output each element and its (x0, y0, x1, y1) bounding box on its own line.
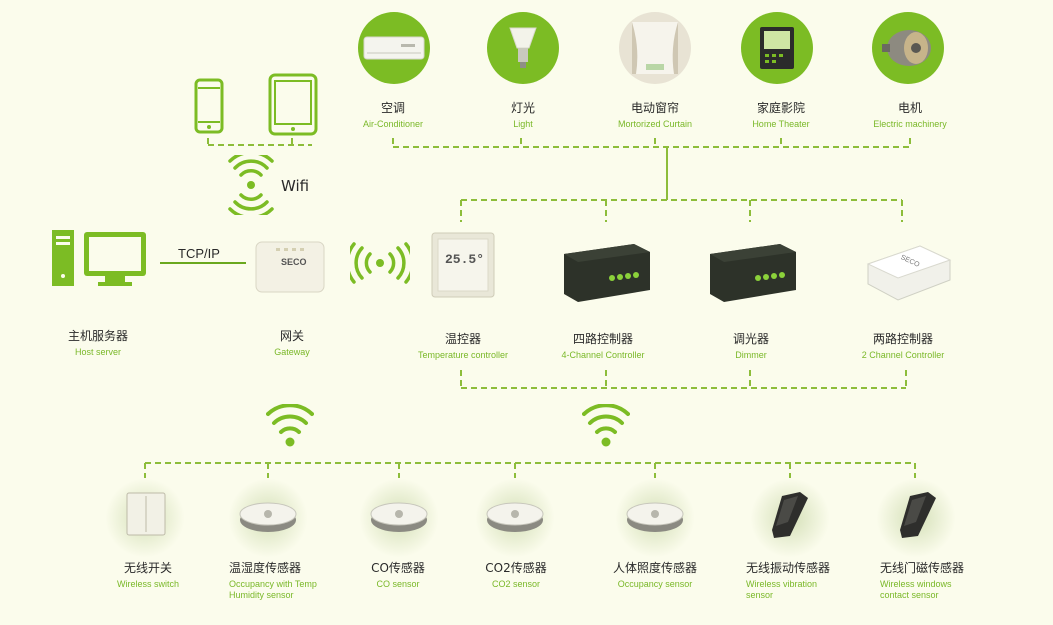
occupancy-sensor-icon (625, 500, 685, 534)
smartphone-icon (194, 78, 224, 134)
gateway-brand-text: SECO (281, 257, 307, 267)
wireless-switch-icon (126, 492, 166, 536)
humidity-sensor-icon (238, 500, 298, 534)
controller-label-four-channel: 四路控制器 4-Channel Controller (561, 332, 645, 360)
air-conditioner-icon (363, 36, 425, 62)
curtain-icon (626, 18, 684, 78)
sensor-label-co: CO传感器 CO sensor (371, 561, 425, 589)
controller-label-dimmer: 调光器 Dimmer (732, 332, 769, 360)
computer-icon (50, 226, 150, 288)
tablet-icon (268, 73, 318, 136)
thermostat-display: 25.5° (445, 252, 485, 267)
device-label-motor: 电机 Electric machinery (873, 101, 947, 129)
device-label-curtain: 电动窗帘 Mortorized Curtain (617, 101, 693, 129)
thermostat-icon (431, 232, 495, 298)
four-channel-controller-icon (560, 240, 652, 306)
device-label-light: 灯光 Light (510, 101, 535, 129)
sensor-label-co2: CO2传感器 CO2 sensor (485, 561, 547, 589)
gateway-device-icon (254, 238, 328, 296)
sensor-label-occupancy: 人体照度传感器 Occupancy sensor (612, 561, 697, 589)
wifi-icon (228, 150, 274, 220)
wifi-icon (582, 403, 630, 448)
sensor-label-wireless-switch: 无线开关 Wireless switch (116, 561, 179, 589)
motor-icon (880, 26, 938, 70)
controller-label-two-channel: 两路控制器 2 Channel Controller (861, 332, 945, 360)
door-contact-sensor-icon (898, 490, 938, 540)
sensor-label-humidity: 温湿度传感器 Occupancy with Temp Humidity sens… (229, 561, 317, 600)
light-bulb-icon (507, 24, 539, 72)
tcp-ip-label: TCP/IP (178, 246, 220, 261)
dimmer-icon (706, 240, 798, 306)
co-sensor-icon (369, 500, 429, 534)
sensor-label-vibration: 无线振动传感器 Wireless vibration sensor (746, 561, 831, 600)
device-label-home-theater: 家庭影院 Home Theater (752, 101, 810, 129)
wifi-label: Wifi (281, 177, 310, 195)
host-server-label: 主机服务器 Host server (67, 329, 128, 357)
co2-sensor-icon (485, 500, 545, 534)
two-channel-controller-icon (864, 240, 954, 304)
radio-signal-icon (345, 242, 415, 284)
wifi-icon (266, 403, 314, 448)
home-theater-icon (759, 26, 795, 70)
sensor-label-door-contact: 无线门磁传感器 Wireless windows contact sensor (880, 561, 965, 600)
device-label-air-conditioner: 空调 Air-Conditioner (362, 101, 424, 129)
controller-label-thermostat: 温控器 Temperature controller (417, 332, 509, 360)
gateway-label: 网关 Gateway (274, 329, 310, 357)
vibration-sensor-icon (770, 490, 810, 540)
